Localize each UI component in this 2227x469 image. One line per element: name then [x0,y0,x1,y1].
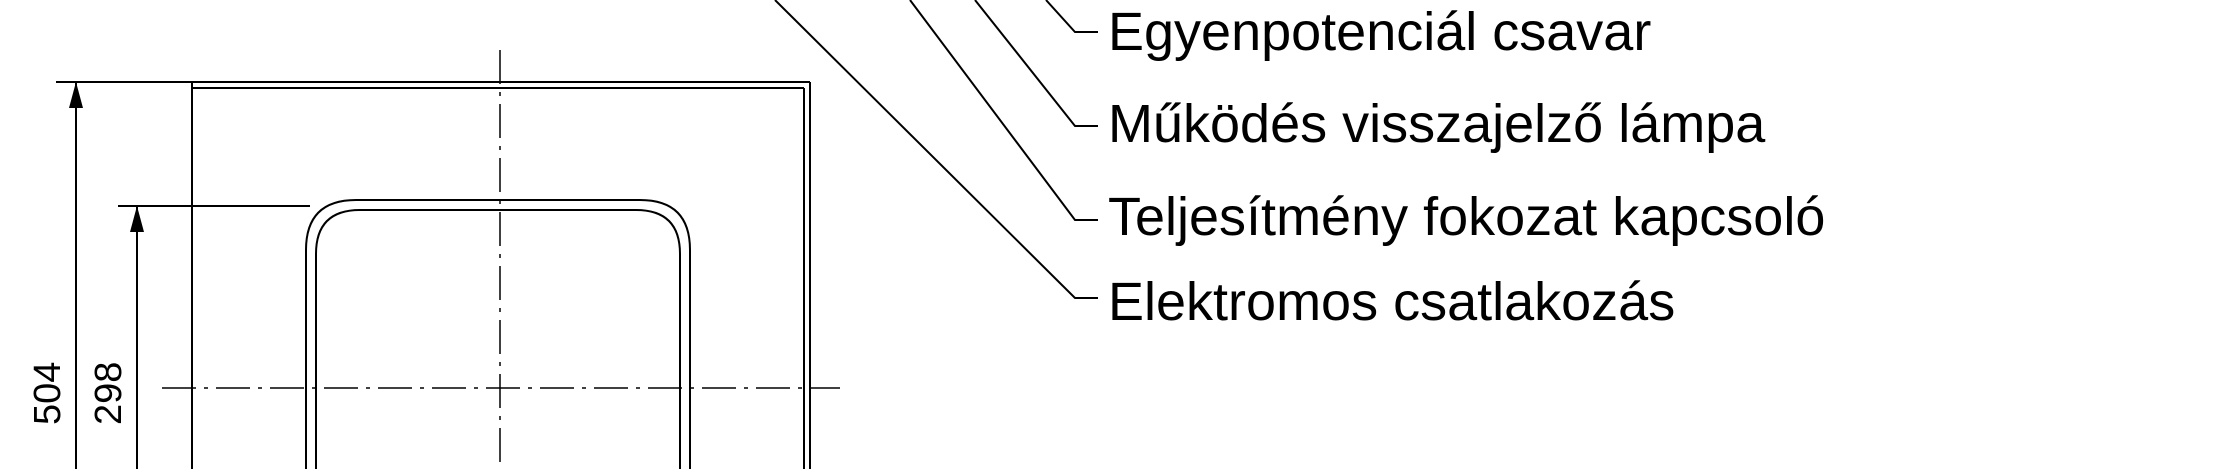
callout-power-level-switch: Teljesítmény fokozat kapcsoló [1108,187,1825,247]
leader-line-3 [909,0,1098,221]
leader-lines [774,0,1098,299]
leader-line-4 [774,0,1098,299]
callout-equipotential-screw: Egyenpotenciál csavar [1108,2,1651,62]
outer-body [191,81,811,469]
callout-electrical-connection: Elektromos csatlakozás [1108,272,1675,332]
dimension-inner-height [118,205,310,469]
inner-cutout [305,199,691,469]
dimension-label-298: 298 [88,362,130,425]
center-lines [162,50,840,469]
dimension-arrow-inner [130,206,144,232]
callout-operation-indicator-lamp: Működés visszajelző lámpa [1108,94,1766,154]
leader-line-1 [1045,0,1098,33]
dimension-arrow-overall [69,82,83,108]
dimension-overall-height [56,81,192,469]
leader-line-2 [974,0,1098,127]
dimension-label-504: 504 [27,362,69,425]
